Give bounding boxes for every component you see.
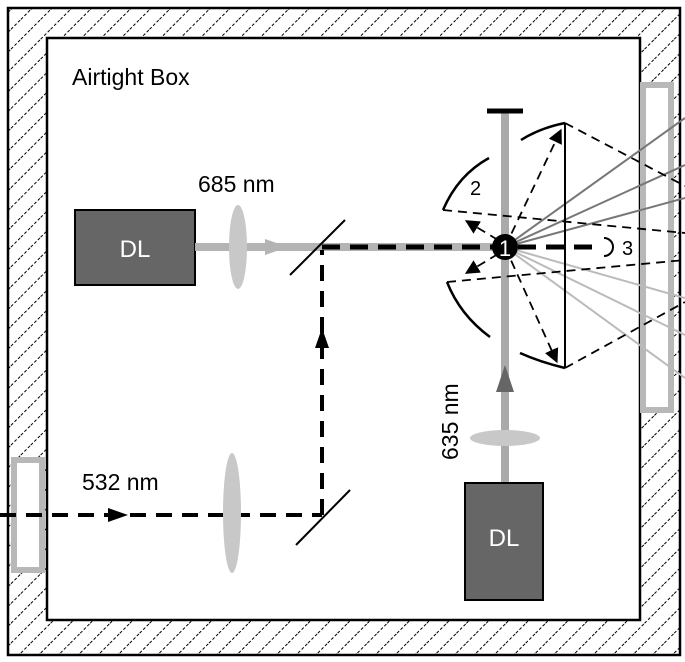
collection-optics — [441, 121, 614, 370]
mirror-upper — [289, 219, 346, 276]
arrow-up-icon — [315, 328, 329, 348]
lens-532 — [223, 453, 241, 573]
point-2-label: 2 — [470, 178, 481, 200]
label-635: 635 nm — [437, 383, 463, 460]
box-title: Airtight Box — [72, 64, 190, 90]
beam-arrow-icon — [265, 239, 288, 255]
right-window — [640, 82, 674, 413]
label-685: 685 nm — [198, 171, 275, 197]
point-3-label: 3 — [622, 238, 633, 260]
arrow-635-icon — [496, 365, 514, 392]
diode-laser-left — [74, 209, 196, 286]
point-1-marker — [492, 234, 518, 260]
dashed-rays — [442, 122, 685, 369]
dl-bottom-label: DL — [489, 525, 520, 552]
lens-635 — [470, 430, 540, 446]
lens-685 — [229, 205, 247, 289]
point-1-label: 1 — [499, 236, 511, 261]
box-wall — [6, 6, 682, 657]
diode-laser-bottom — [464, 482, 544, 601]
mirror-lower — [295, 489, 351, 546]
arrow-532-icon — [108, 508, 128, 522]
label-532: 532 nm — [82, 469, 159, 495]
scattered-rays — [504, 117, 685, 379]
dl-left-label: DL — [120, 236, 151, 263]
